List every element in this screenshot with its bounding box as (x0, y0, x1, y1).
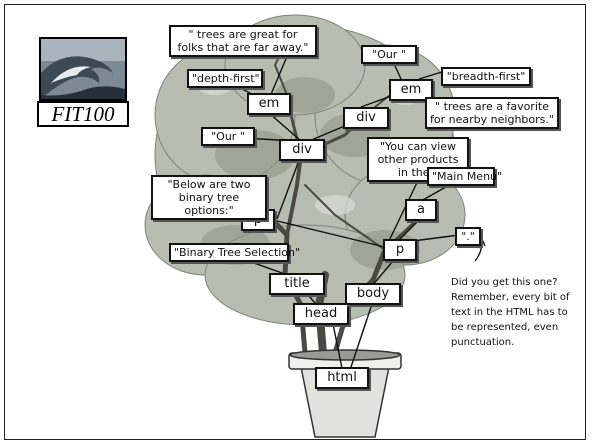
text-our-right: "Our " (361, 45, 417, 64)
text-depth-first: "depth-first" (187, 69, 263, 88)
logo-text: FIT100 (37, 101, 129, 127)
wave-icon (41, 39, 125, 99)
text-trees-nearby: " trees are a favorite for nearby neighb… (425, 97, 559, 129)
node-div-left: div (279, 139, 325, 161)
node-em-right: em (389, 79, 433, 101)
text-period: "." (455, 227, 481, 246)
node-em-left: em (247, 93, 291, 115)
text-below: "Below are two binary tree options:" (151, 175, 267, 220)
annotation-note: Did you get this one? Remember, every bi… (451, 277, 570, 348)
text-breadth-first: "breadth-first" (441, 67, 531, 86)
text-trees-far: " trees are great for folks that are far… (169, 25, 317, 57)
node-div-right: div (343, 107, 389, 129)
text-main-menu: "Main Menu" (427, 167, 502, 186)
node-html: html (315, 367, 369, 389)
node-p-right: p (383, 239, 417, 261)
text-our-left: "Our " (201, 127, 255, 146)
node-a: a (405, 199, 437, 221)
node-title: title (269, 273, 325, 295)
wave-logo-image (39, 37, 127, 101)
text-title: "Binary Tree Selection" (169, 243, 300, 262)
node-body: body (345, 283, 401, 305)
node-head: head (293, 303, 349, 325)
slide: FIT100 (4, 4, 586, 440)
